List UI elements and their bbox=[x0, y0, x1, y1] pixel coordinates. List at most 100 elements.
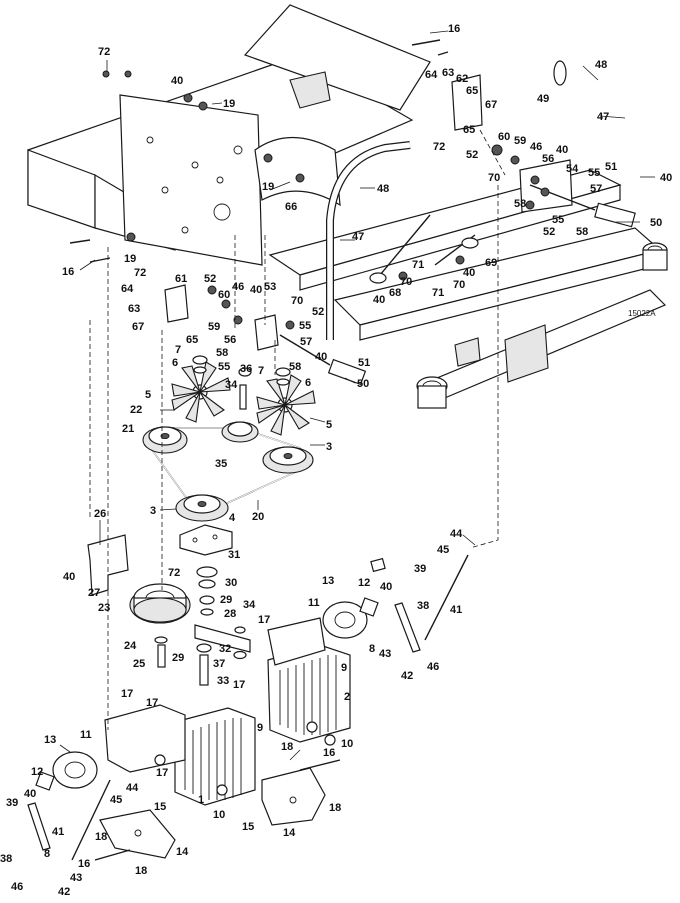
callout-7: 7 bbox=[175, 344, 181, 356]
callout-12: 12 bbox=[31, 766, 43, 778]
callout-6: 6 bbox=[305, 377, 311, 389]
callout-53: 53 bbox=[264, 281, 276, 293]
callout-52: 52 bbox=[466, 149, 478, 161]
callout-15: 15 bbox=[242, 821, 254, 833]
callout-55: 55 bbox=[552, 214, 564, 226]
callout-9: 9 bbox=[257, 722, 263, 734]
callout-70: 70 bbox=[488, 172, 500, 184]
callout-67: 67 bbox=[485, 99, 497, 111]
callout-48: 48 bbox=[377, 183, 389, 195]
callout-42: 42 bbox=[401, 670, 413, 682]
callout-40: 40 bbox=[373, 294, 385, 306]
callout-8: 8 bbox=[369, 643, 375, 655]
callout-46: 46 bbox=[11, 881, 23, 893]
callout-40: 40 bbox=[63, 571, 75, 583]
callout-62: 62 bbox=[456, 73, 468, 85]
callout-17: 17 bbox=[233, 679, 245, 691]
callout-20: 20 bbox=[252, 511, 264, 523]
callout-29: 29 bbox=[172, 652, 184, 664]
callout-56: 56 bbox=[224, 334, 236, 346]
callout-50: 50 bbox=[650, 217, 662, 229]
callout-6: 6 bbox=[172, 357, 178, 369]
callout-23: 23 bbox=[98, 602, 110, 614]
callout-66: 66 bbox=[285, 201, 297, 213]
callout-70: 70 bbox=[453, 279, 465, 291]
callout-45: 45 bbox=[110, 794, 122, 806]
handle-bars bbox=[326, 49, 631, 340]
callout-46: 46 bbox=[232, 281, 244, 293]
callout-72: 72 bbox=[98, 46, 110, 58]
callout-72: 72 bbox=[168, 567, 180, 579]
callout-43: 43 bbox=[70, 872, 82, 884]
callout-17: 17 bbox=[121, 688, 133, 700]
callout-55: 55 bbox=[588, 167, 600, 179]
callout-38: 38 bbox=[417, 600, 429, 612]
callout-36: 36 bbox=[240, 363, 252, 375]
callout-58: 58 bbox=[514, 198, 526, 210]
callout-55: 55 bbox=[299, 320, 311, 332]
callout-52: 52 bbox=[204, 273, 216, 285]
callout-65: 65 bbox=[463, 124, 475, 136]
callout-43: 43 bbox=[379, 648, 391, 660]
hydrostatic-transmissions bbox=[27, 554, 469, 861]
callout-34: 34 bbox=[243, 599, 256, 611]
callout-26: 26 bbox=[94, 508, 106, 520]
callout-47: 47 bbox=[597, 111, 609, 123]
callout-5: 5 bbox=[326, 419, 332, 431]
callout-22: 22 bbox=[130, 404, 142, 416]
callout-13: 13 bbox=[322, 575, 334, 587]
callout-69: 69 bbox=[485, 257, 497, 269]
callout-18: 18 bbox=[95, 831, 107, 843]
assembly-lines bbox=[89, 129, 506, 730]
callout-58: 58 bbox=[216, 347, 228, 359]
callout-49: 49 bbox=[537, 93, 549, 105]
control-linkages bbox=[69, 39, 636, 386]
callout-17: 17 bbox=[146, 697, 158, 709]
callout-51: 51 bbox=[358, 357, 370, 369]
callout-11: 11 bbox=[308, 597, 320, 609]
callout-40: 40 bbox=[380, 581, 392, 593]
callout-33: 33 bbox=[217, 675, 229, 687]
callout-18: 18 bbox=[135, 865, 147, 877]
callout-40: 40 bbox=[660, 172, 672, 184]
callout-67: 67 bbox=[132, 321, 144, 333]
callout-55: 55 bbox=[218, 361, 230, 373]
callout-18: 18 bbox=[329, 802, 341, 814]
callout-46: 46 bbox=[427, 661, 439, 673]
callout-70: 70 bbox=[400, 276, 412, 288]
callout-9: 9 bbox=[341, 662, 347, 674]
callout-leaders bbox=[59, 30, 655, 761]
callout-24: 24 bbox=[124, 640, 137, 652]
callout-19: 19 bbox=[262, 181, 274, 193]
callout-58: 58 bbox=[576, 226, 588, 238]
callout-72: 72 bbox=[134, 267, 146, 279]
callout-16: 16 bbox=[62, 266, 74, 278]
callout-48: 48 bbox=[595, 59, 607, 71]
callout-63: 63 bbox=[128, 303, 140, 315]
callout-16: 16 bbox=[448, 23, 460, 35]
callout-44: 44 bbox=[450, 528, 463, 540]
callout-64: 64 bbox=[425, 69, 438, 81]
callout-54: 54 bbox=[566, 163, 579, 175]
callout-2: 2 bbox=[344, 691, 350, 703]
callout-16: 16 bbox=[78, 858, 90, 870]
callout-72: 72 bbox=[433, 141, 445, 153]
callout-30: 30 bbox=[225, 577, 237, 589]
callout-38: 38 bbox=[0, 853, 12, 865]
callout-3: 3 bbox=[326, 441, 332, 453]
callout-13: 13 bbox=[44, 734, 56, 746]
chassis-frame bbox=[27, 4, 668, 409]
callout-50: 50 bbox=[357, 378, 369, 390]
callout-40: 40 bbox=[463, 267, 475, 279]
callout-52: 52 bbox=[312, 306, 324, 318]
callout-14: 14 bbox=[283, 827, 296, 839]
callout-29: 29 bbox=[220, 594, 232, 606]
callout-19: 19 bbox=[124, 253, 136, 265]
callout-46: 46 bbox=[530, 141, 542, 153]
callout-19: 19 bbox=[223, 98, 235, 110]
callout-59: 59 bbox=[514, 135, 526, 147]
callout-40: 40 bbox=[24, 788, 36, 800]
callout-10: 10 bbox=[341, 738, 353, 750]
callout-32: 32 bbox=[219, 643, 231, 655]
